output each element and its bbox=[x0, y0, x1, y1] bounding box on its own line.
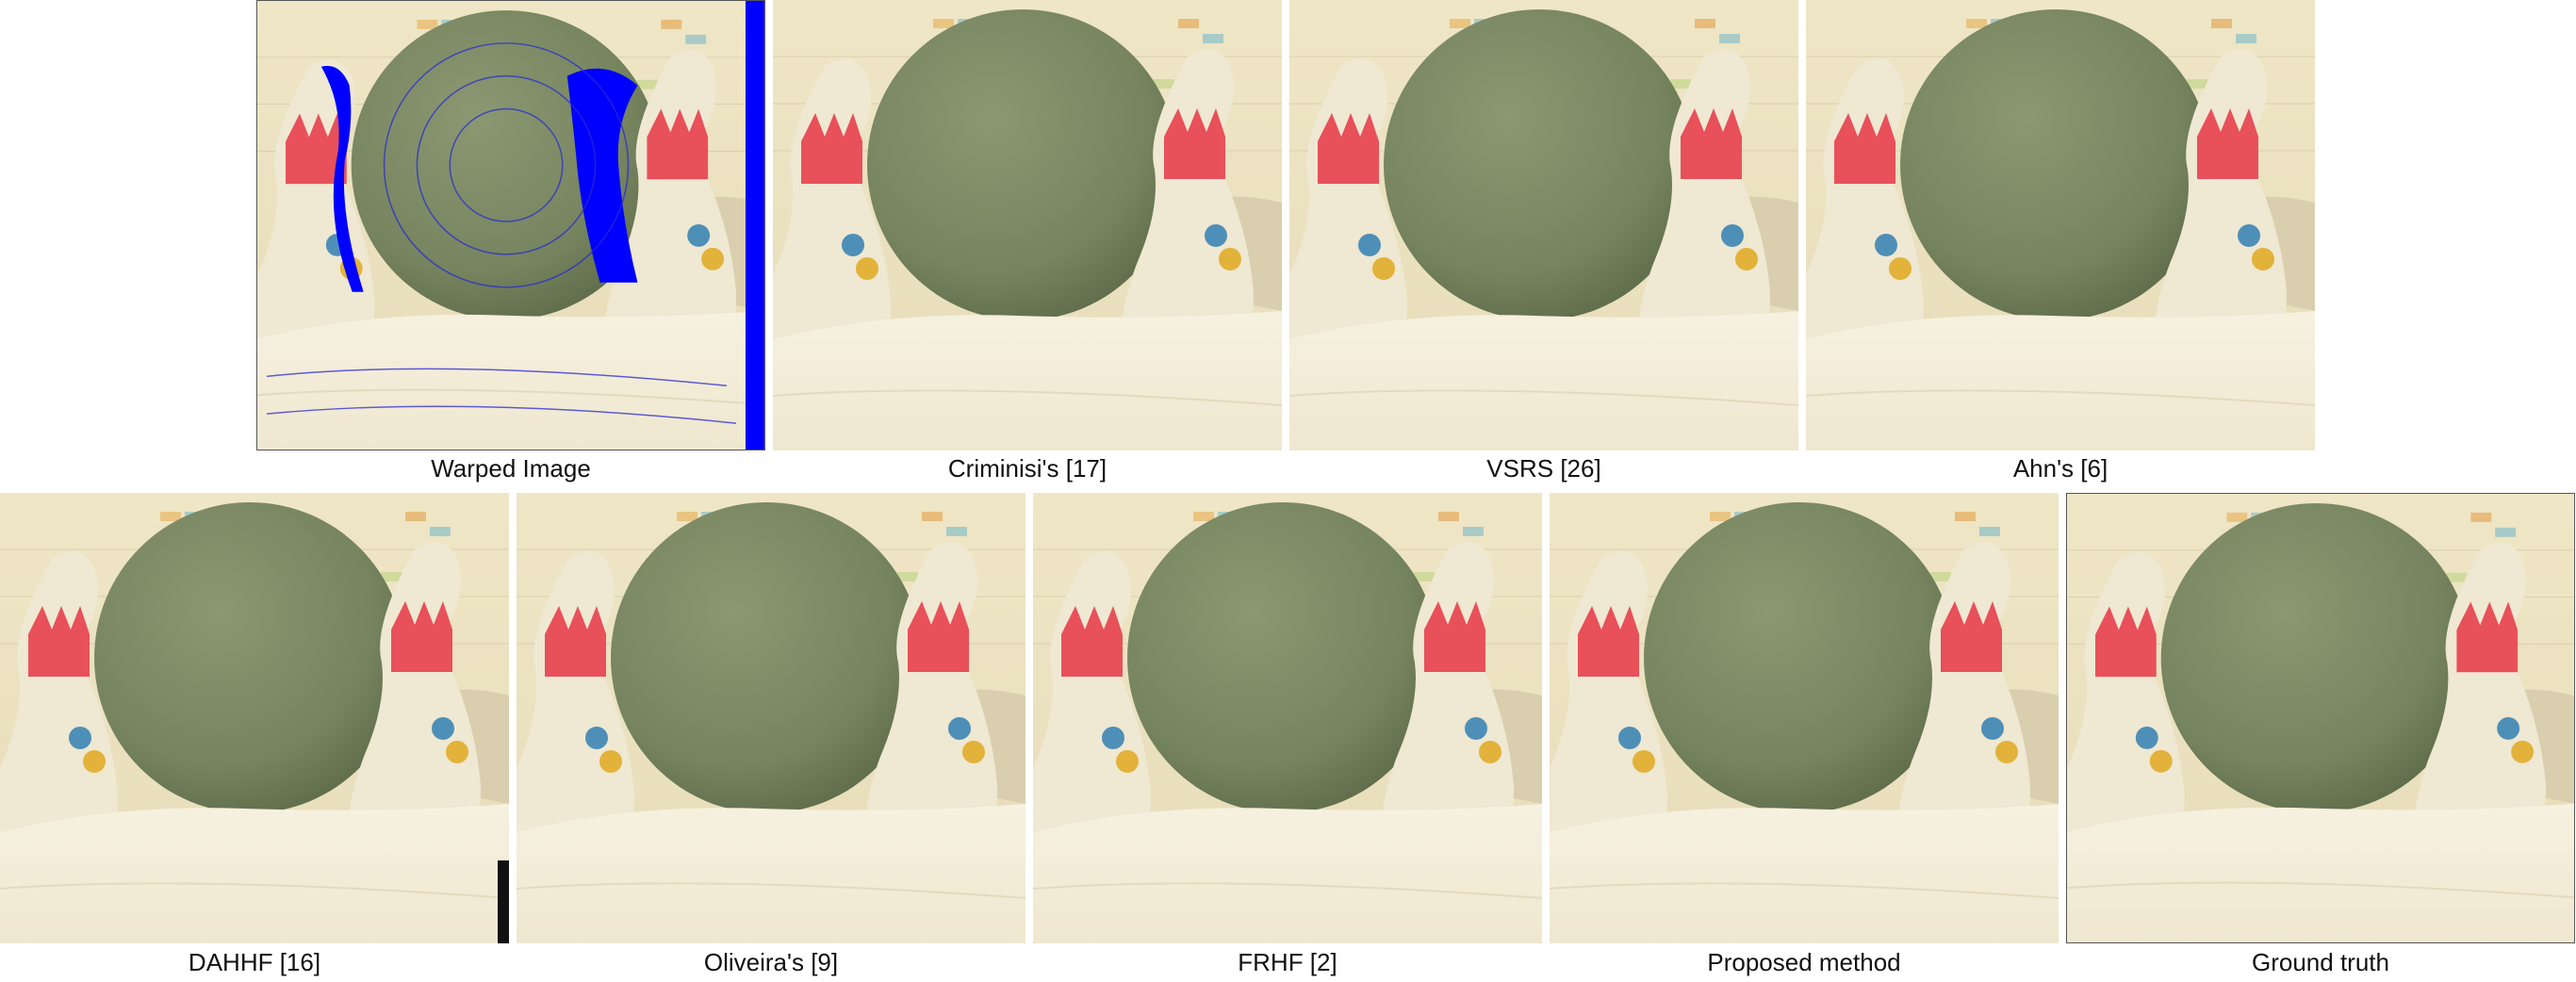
figure-panel-oliveira bbox=[517, 493, 1025, 943]
proposed-result-picture bbox=[1550, 493, 2059, 943]
figure-panel-ahn bbox=[1806, 0, 2315, 450]
criminisi-result-picture bbox=[773, 0, 1282, 450]
panel-caption: FRHF [2] bbox=[1238, 948, 1337, 976]
figure-panel-frhf bbox=[1033, 493, 1542, 943]
dahhf-result-picture bbox=[0, 493, 509, 943]
panel-caption: Criminisi's [17] bbox=[947, 454, 1108, 483]
ahn-result-picture bbox=[1806, 0, 2315, 450]
disocclusion-hole-left bbox=[320, 65, 364, 292]
figure-panel-warped-image bbox=[256, 0, 765, 450]
panel-caption: Warped Image bbox=[431, 454, 591, 483]
oliveira-result-picture bbox=[517, 493, 1025, 943]
panel-caption: DAHHF [16] bbox=[188, 948, 321, 976]
figure-panel-ground-truth bbox=[2066, 493, 2575, 943]
frhf-result-picture bbox=[1033, 493, 1542, 943]
panel-caption: Oliveira's [9] bbox=[703, 948, 839, 976]
warped-image-picture bbox=[257, 1, 764, 450]
panel-caption: Proposed method bbox=[1707, 948, 1901, 976]
panel-caption: Ground truth bbox=[2252, 948, 2389, 976]
vsrs-result-picture bbox=[1289, 0, 1798, 450]
ground-truth-picture bbox=[2067, 494, 2574, 942]
disocclusion-hole-edge bbox=[745, 1, 764, 450]
panel-caption: VSRS [26] bbox=[1486, 454, 1601, 483]
panel-caption: Ahn's [6] bbox=[2012, 454, 2108, 483]
figure-panel-proposed bbox=[1550, 493, 2059, 943]
figure-panel-criminisi bbox=[773, 0, 1282, 450]
figure-panel-dahhf bbox=[0, 493, 509, 943]
figure-panel-vsrs bbox=[1289, 0, 1798, 450]
